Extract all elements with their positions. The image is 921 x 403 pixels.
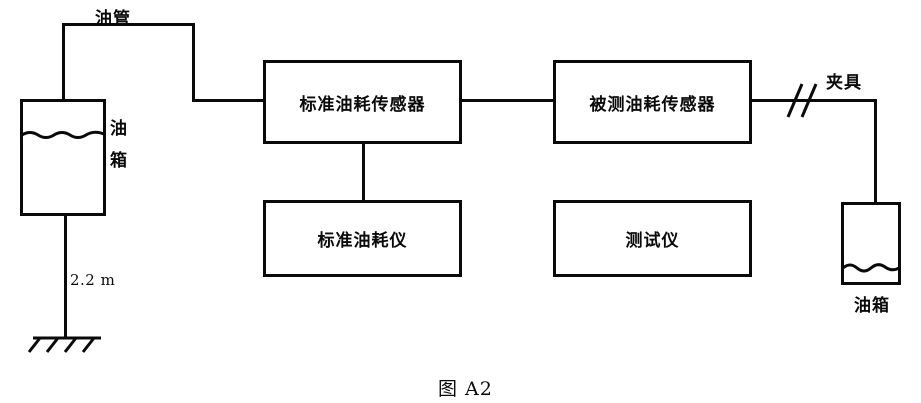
box-standard-consumption-meter-label: 标准油耗仪 <box>317 231 408 251</box>
left-fuel-tank-label: 油 箱 <box>110 113 128 178</box>
right-fuel-tank <box>841 202 901 285</box>
pipe-segment-top-horizontal <box>62 23 195 26</box>
connector-sensor1-to-meter <box>362 142 365 202</box>
box-tester-label: 测试仪 <box>625 231 680 251</box>
right-fuel-tank-label: 油箱 <box>854 296 890 316</box>
left-fuel-tank-label-char2: 箱 <box>110 151 128 172</box>
pipe-segment-drop <box>192 23 195 102</box>
box-tested-consumption-sensor[interactable]: 被测油耗传感器 <box>553 60 752 144</box>
box-tester[interactable]: 测试仪 <box>553 200 752 277</box>
left-fuel-tank-label-char1: 油 <box>110 119 128 139</box>
left-fuel-tank <box>20 99 106 216</box>
box-standard-consumption-meter[interactable]: 标准油耗仪 <box>263 200 462 277</box>
box-tested-consumption-sensor-label: 被测油耗传感器 <box>589 94 716 115</box>
height-dimension-line <box>64 216 67 338</box>
pipe-segment-to-sensor <box>192 99 266 102</box>
height-dimension-label: 2.2 m <box>70 271 116 289</box>
box-standard-consumption-sensor[interactable]: 标准油耗传感器 <box>263 60 462 144</box>
connector-sensor1-to-sensor2 <box>460 99 555 102</box>
figure-caption: 图 A2 <box>438 378 493 400</box>
box-standard-consumption-sensor-label: 标准油耗传感器 <box>299 94 426 115</box>
pipe-segment-sensor2-to-clamp <box>750 99 877 102</box>
clamp-label: 夹具 <box>826 73 862 93</box>
pipe-segment-right-drop <box>874 99 877 204</box>
pipe-segment-tank-riser <box>62 23 65 101</box>
